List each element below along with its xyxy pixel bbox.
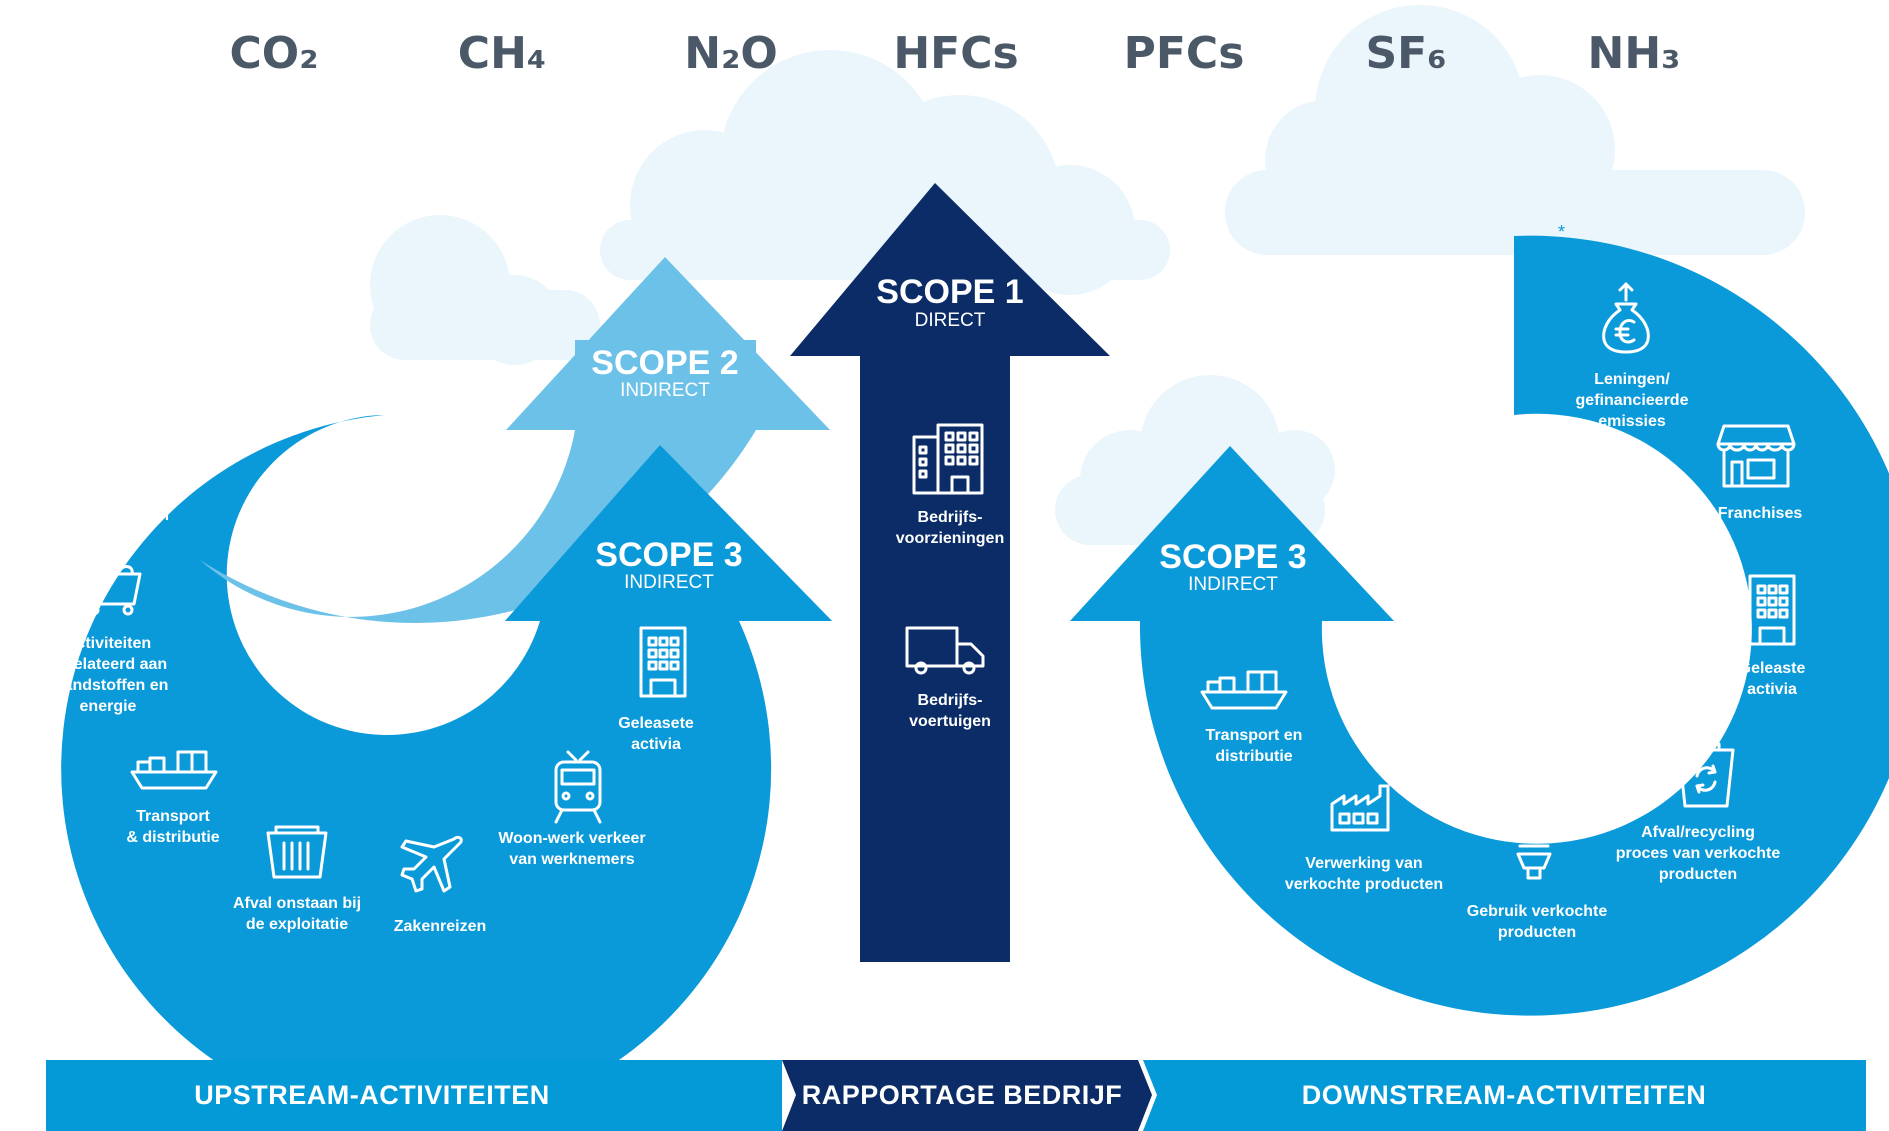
- upstream-item-label-5: Zakenreizen: [394, 918, 486, 935]
- waste-container-icon: [266, 825, 328, 879]
- factory-icon: [232, 302, 292, 350]
- euro-moneybag-icon: [1602, 282, 1650, 354]
- train-icon: [554, 750, 602, 824]
- shop-icon: [1716, 424, 1796, 488]
- cargo-ship-icon: [1200, 670, 1288, 710]
- scope3-downstream-subtitle: INDIRECT: [1188, 574, 1278, 595]
- downstream-bar: [1143, 1060, 1866, 1131]
- factory-icon: [1330, 784, 1390, 832]
- scope2-subtitle: INDIRECT: [620, 380, 710, 401]
- gas-label-2: N₂O: [684, 28, 778, 79]
- leased-building-icon: [1748, 574, 1796, 646]
- tow-truck-icon: [99, 422, 173, 475]
- cargo-ship-icon: [130, 750, 218, 790]
- upstream-item-label-3: Transport& distributie: [126, 808, 219, 846]
- downstream-label: DOWNSTREAM-ACTIVITEITEN: [1302, 1080, 1706, 1110]
- gas-label-4: PFCs: [1124, 28, 1245, 79]
- gas-label-5: SF₆: [1365, 28, 1446, 79]
- scope1-item-label-0: Bedrijfs-voorzieningen: [896, 509, 1004, 547]
- cloud-left: [370, 215, 600, 365]
- cloud-right-top: [1225, 5, 1805, 255]
- scope3-downstream-arrow-head: [1070, 446, 1394, 621]
- recycle-bin-icon: [1677, 742, 1735, 808]
- scope2-title: SCOPE 2: [591, 344, 738, 382]
- downstream-ring: [1139, 235, 1889, 1016]
- scope1-item-label-1: Bedrijfs-voertuigen: [909, 692, 991, 730]
- scope1-subtitle: DIRECT: [915, 310, 986, 331]
- gas-label-3: HFCs: [893, 28, 1018, 79]
- upstream-label: UPSTREAM-ACTIVITEITEN: [194, 1080, 550, 1110]
- upstream-ring: [61, 232, 772, 1124]
- scope3-upstream-title: SCOPE 3: [595, 536, 742, 574]
- scope1-title: SCOPE 1: [876, 273, 1023, 311]
- scope3-upstream-subtitle: INDIRECT: [624, 572, 714, 593]
- coal-cart-icon: [80, 562, 142, 616]
- gas-label-6: NH₃: [1588, 28, 1681, 79]
- gas-label-1: CH₄: [458, 28, 546, 79]
- downstream-item-label-1: Franchises: [1718, 505, 1803, 522]
- light-bulb-icon: [1516, 812, 1552, 880]
- leased-building-icon: [639, 626, 687, 698]
- upstream-item-label-1: Kapitaal-goederen: [97, 486, 169, 524]
- office-building-icon: [912, 423, 984, 495]
- asterisk: *: [1558, 222, 1565, 242]
- greenhouse-gas-row: CO₂ CH₄ N₂O HFCs PFCs SF₆ NH₃: [197, 10, 1692, 134]
- scope3-upstream-arrow-head-front: [505, 445, 832, 621]
- scope2-item-label: Aangekochte elektriciteit,stoom, warmte …: [317, 624, 513, 683]
- scope3-downstream-title: SCOPE 3: [1159, 538, 1306, 576]
- reporting-label: RAPPORTAGE BEDRIJF: [802, 1080, 1123, 1110]
- reporting-bar: [782, 1060, 1152, 1131]
- scope1-arrow: [790, 183, 1110, 962]
- airplane-icon: [400, 835, 463, 893]
- power-plug-icon: [394, 550, 432, 610]
- truck-icon: [905, 626, 985, 675]
- bottom-bar: UPSTREAM-ACTIVITEITEN RAPPORTAGE BEDRIJF…: [46, 1060, 1866, 1131]
- upstream-bar: [46, 1060, 782, 1131]
- scope2-arrow-head: [506, 257, 830, 430]
- gas-label-0: CO₂: [230, 28, 319, 79]
